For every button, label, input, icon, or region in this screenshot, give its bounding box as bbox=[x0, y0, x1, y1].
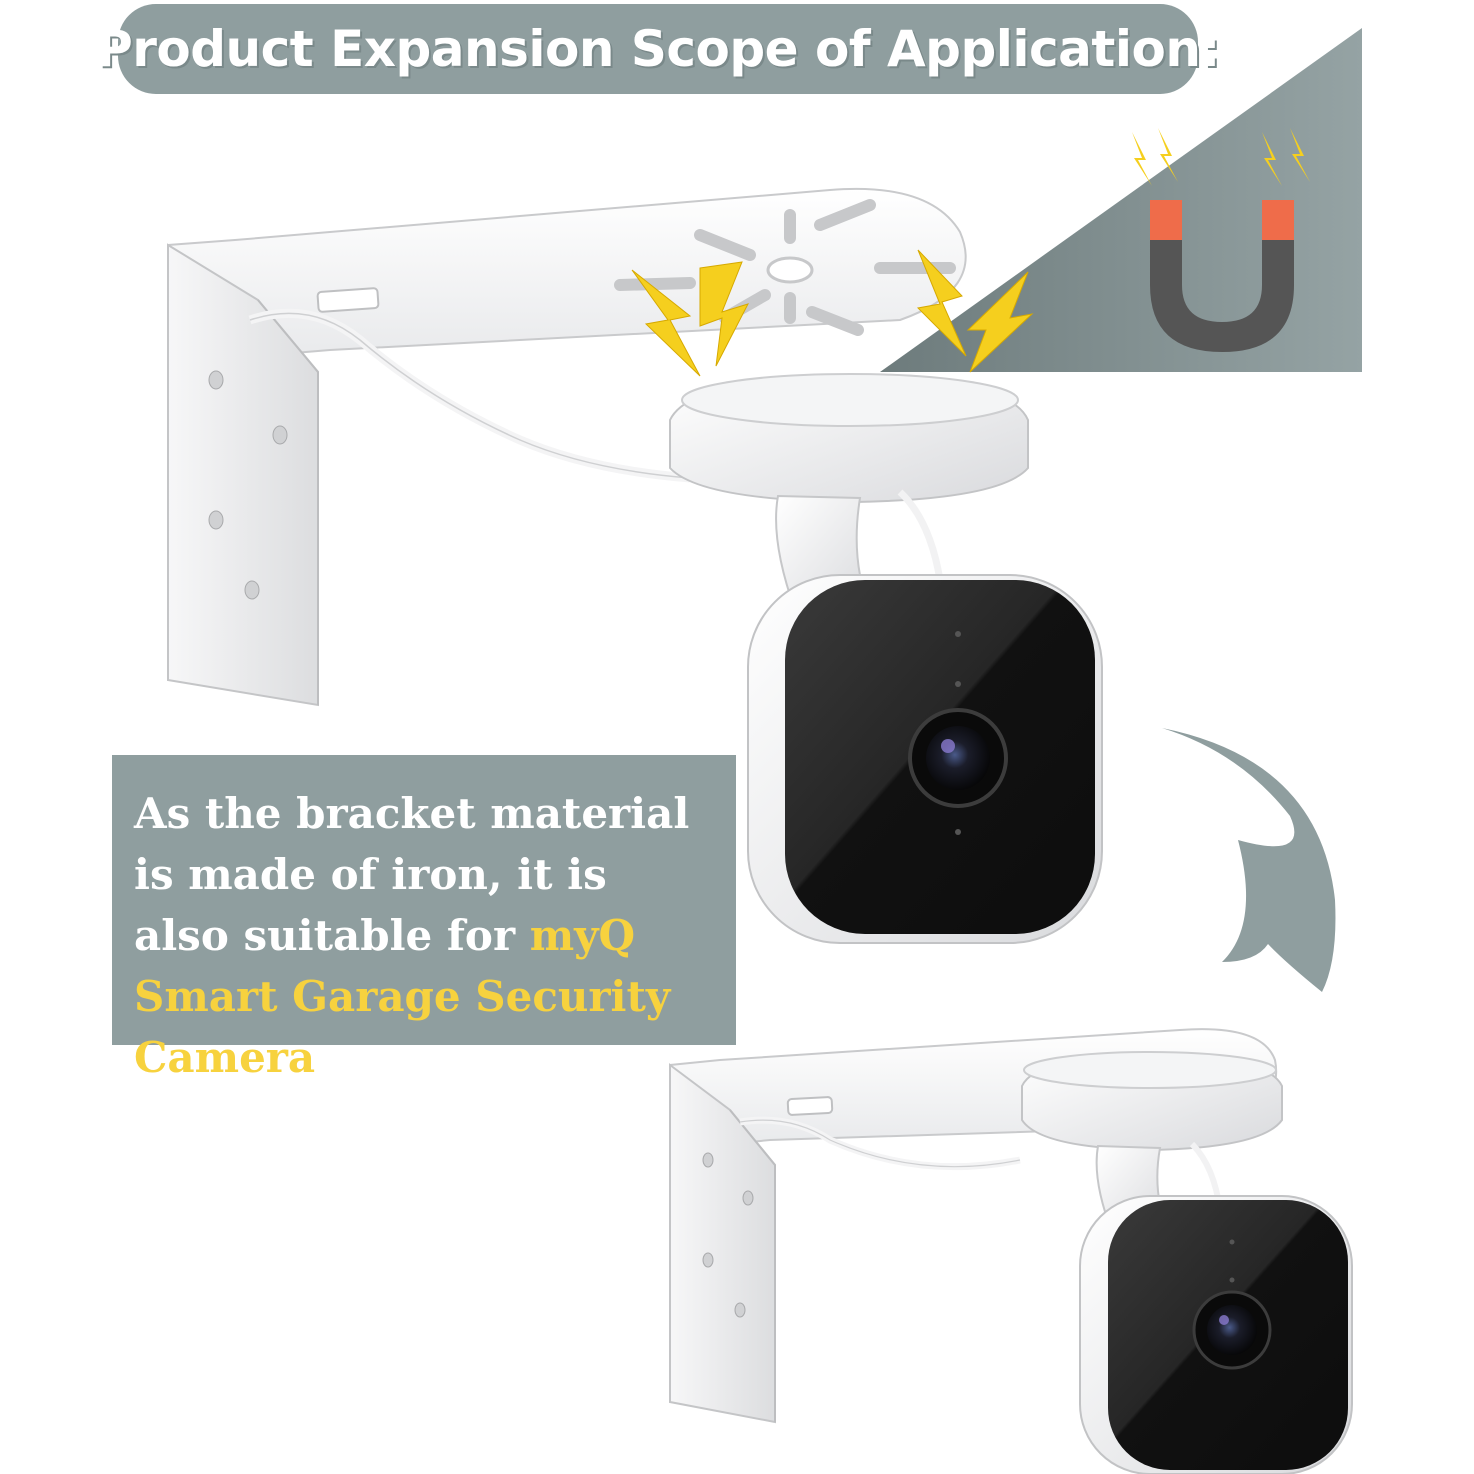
magnet-panel bbox=[880, 28, 1362, 372]
upper-bracket bbox=[167, 187, 967, 707]
curved-arrow-icon bbox=[1162, 728, 1336, 992]
upper-camera bbox=[669, 373, 1103, 944]
lightning-bolt-icon bbox=[1132, 128, 1310, 186]
info-box: As the bracket material is made of iron,… bbox=[112, 755, 736, 1082]
lightning-bolt-icon bbox=[631, 249, 1034, 377]
lower-camera bbox=[1021, 1051, 1353, 1474]
camera-lens-icon bbox=[908, 708, 1008, 808]
info-text-highlight: myQ Smart Garage Security Camera bbox=[134, 911, 671, 1082]
info-text: As the bracket material is made of iron,… bbox=[134, 783, 716, 1088]
page-title: Product Expansion Scope of Application: bbox=[96, 20, 1220, 78]
magnet-icon bbox=[1150, 200, 1294, 352]
camera-lens-icon bbox=[1192, 1290, 1272, 1370]
title-banner: Product Expansion Scope of Application: bbox=[96, 4, 1220, 94]
info-text-body: As the bracket material is made of iron,… bbox=[134, 789, 690, 960]
